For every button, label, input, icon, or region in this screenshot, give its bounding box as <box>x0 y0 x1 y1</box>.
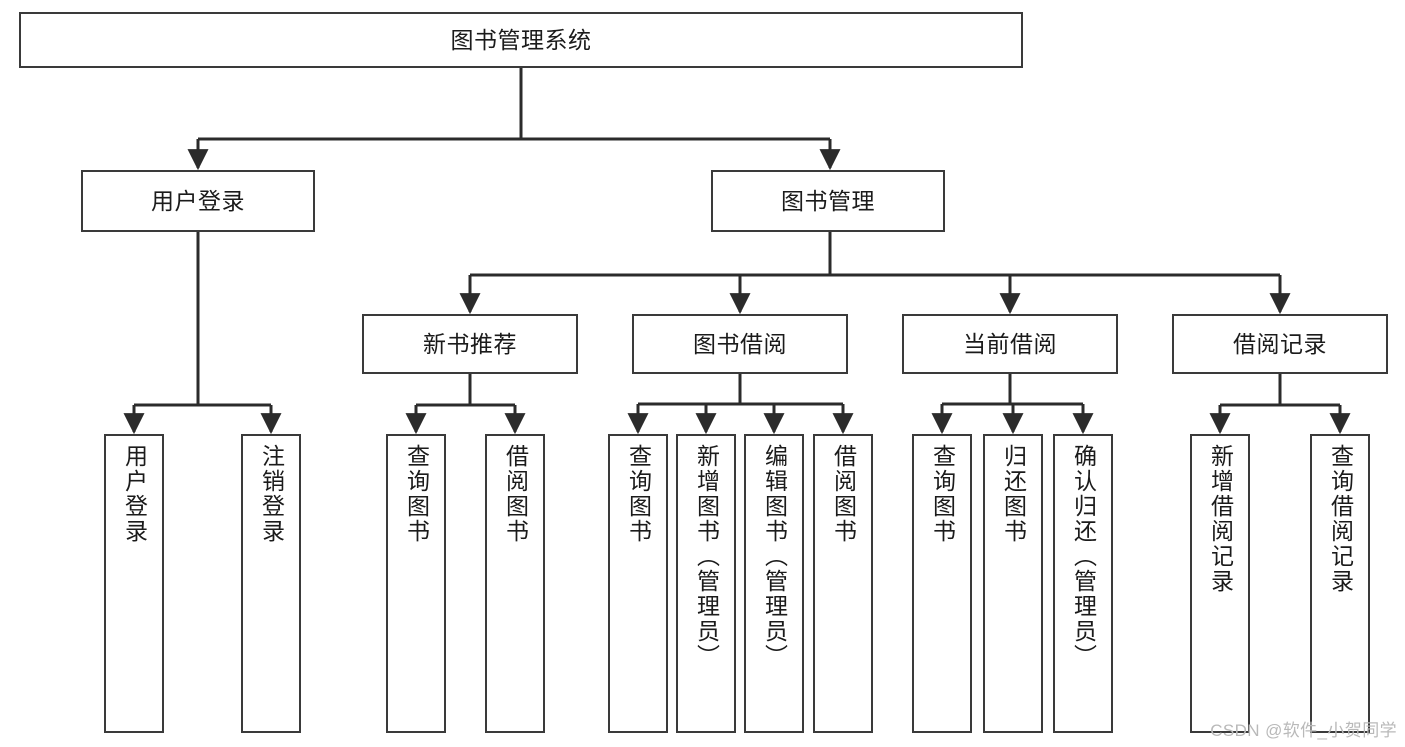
leaf-edit-book-admin-label: 编辑图书（管理员） <box>761 444 788 669</box>
node-borrow-record-label: 借阅记录 <box>1233 330 1327 357</box>
leaf-query-borrow-record[interactable]: 查询借阅记录 <box>1310 434 1370 733</box>
leaf-return-book-label: 归还图书 <box>1000 444 1027 544</box>
leaf-borrow-book-recommend[interactable]: 借阅图书 <box>485 434 545 733</box>
leaf-query-borrow-record-label: 查询借阅记录 <box>1327 444 1354 594</box>
leaf-query-book-borrow-label: 查询图书 <box>625 444 652 544</box>
leaf-add-book-admin-label: 新增图书（管理员） <box>693 444 720 669</box>
node-root-system[interactable]: 图书管理系统 <box>19 12 1023 68</box>
leaf-return-book[interactable]: 归还图书 <box>983 434 1043 733</box>
node-book-borrow-label: 图书借阅 <box>693 330 787 357</box>
leaf-query-book-current[interactable]: 查询图书 <box>912 434 972 733</box>
node-root-system-label: 图书管理系统 <box>450 26 592 53</box>
leaf-logout-label: 注销登录 <box>258 444 285 544</box>
node-borrow-record[interactable]: 借阅记录 <box>1172 314 1388 374</box>
leaf-logout[interactable]: 注销登录 <box>241 434 301 733</box>
node-book-management-label: 图书管理 <box>781 187 875 214</box>
node-user-login-label: 用户登录 <box>151 187 245 214</box>
leaf-add-borrow-record[interactable]: 新增借阅记录 <box>1190 434 1250 733</box>
node-book-borrow[interactable]: 图书借阅 <box>632 314 848 374</box>
node-current-borrow[interactable]: 当前借阅 <box>902 314 1118 374</box>
leaf-user-login-label: 用户登录 <box>121 444 148 544</box>
leaf-borrow-book[interactable]: 借阅图书 <box>813 434 873 733</box>
node-book-management[interactable]: 图书管理 <box>711 170 945 232</box>
node-new-book-recommend-label: 新书推荐 <box>423 330 517 357</box>
leaf-confirm-return-admin-label: 确认归还（管理员） <box>1070 444 1097 669</box>
leaf-add-book-admin[interactable]: 新增图书（管理员） <box>676 434 736 733</box>
csdn-watermark: CSDN @软件_小贺同学 <box>1210 721 1397 740</box>
leaf-query-book-recommend[interactable]: 查询图书 <box>386 434 446 733</box>
leaf-query-book-current-label: 查询图书 <box>929 444 956 544</box>
leaf-add-borrow-record-label: 新增借阅记录 <box>1207 444 1234 594</box>
leaf-confirm-return-admin[interactable]: 确认归还（管理员） <box>1053 434 1113 733</box>
leaf-edit-book-admin[interactable]: 编辑图书（管理员） <box>744 434 804 733</box>
node-new-book-recommend[interactable]: 新书推荐 <box>362 314 578 374</box>
leaf-query-book-recommend-label: 查询图书 <box>403 444 430 544</box>
leaf-borrow-book-label: 借阅图书 <box>830 444 857 544</box>
leaf-borrow-book-recommend-label: 借阅图书 <box>502 444 529 544</box>
node-user-login[interactable]: 用户登录 <box>81 170 315 232</box>
leaf-user-login[interactable]: 用户登录 <box>104 434 164 733</box>
leaf-query-book-borrow[interactable]: 查询图书 <box>608 434 668 733</box>
node-current-borrow-label: 当前借阅 <box>963 330 1057 357</box>
